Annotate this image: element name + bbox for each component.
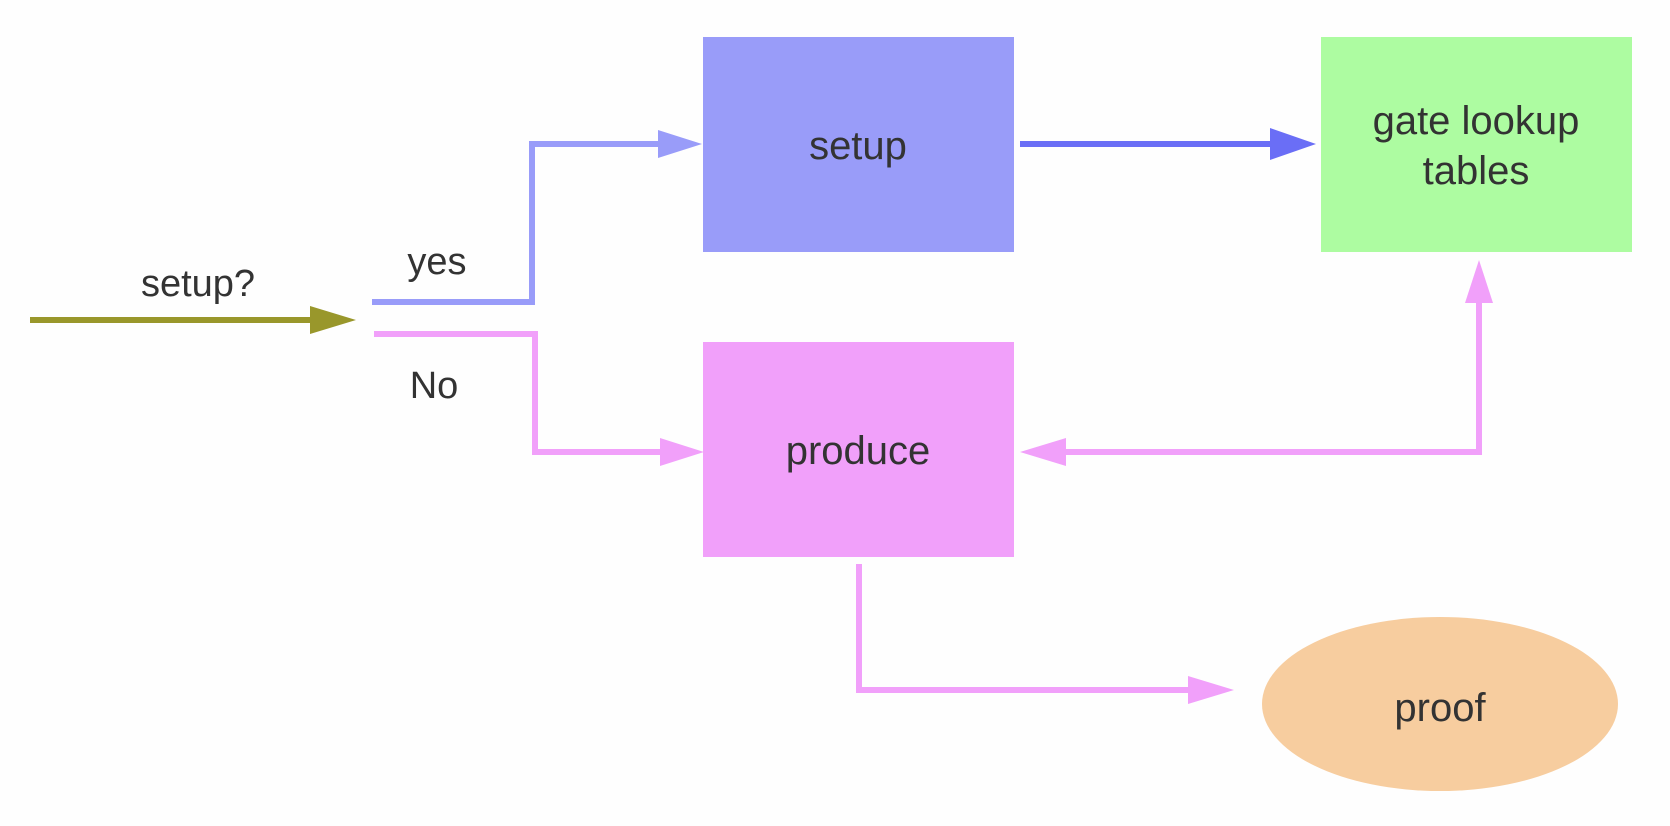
produce-node-label: produce bbox=[786, 429, 931, 473]
produce-node: produce bbox=[703, 342, 1014, 557]
produce-to-proof-arrow bbox=[856, 564, 1234, 704]
setup-node-label: setup bbox=[809, 124, 907, 168]
no-arrow bbox=[374, 331, 704, 466]
gate-lookup-tables-node: gate lookup tables bbox=[1321, 37, 1632, 252]
proof-node-label: proof bbox=[1394, 686, 1486, 730]
setup-node: setup bbox=[703, 37, 1014, 252]
yes-arrow bbox=[372, 130, 702, 305]
produce-tables-arrow bbox=[1020, 260, 1493, 466]
proof-node: proof bbox=[1262, 617, 1618, 791]
entry-label: setup? bbox=[141, 263, 255, 305]
gate-lookup-tables-label-line2: tables bbox=[1423, 149, 1530, 193]
setup-to-tables-arrow bbox=[1020, 128, 1316, 160]
gate-lookup-tables-label-line1: gate lookup bbox=[1373, 99, 1580, 143]
entry-arrow bbox=[30, 306, 356, 334]
yes-label: yes bbox=[407, 241, 466, 283]
no-label: No bbox=[410, 365, 459, 407]
